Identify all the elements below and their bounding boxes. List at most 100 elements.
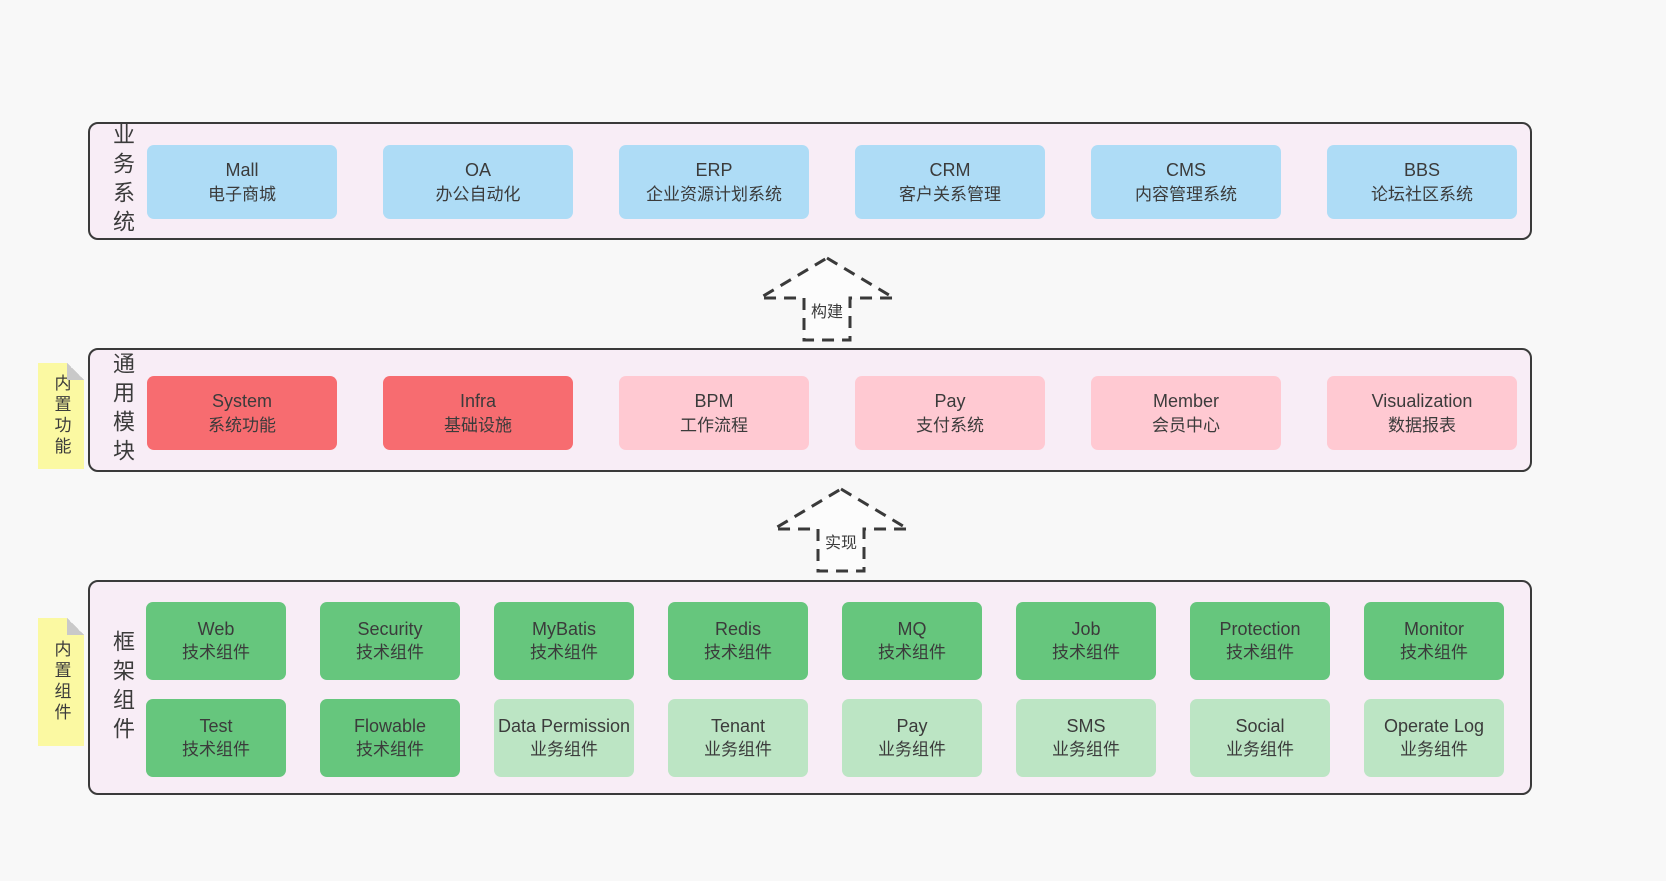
box-title: MQ [897,619,927,640]
box-title: Protection [1219,619,1301,640]
box-crm: CRM 客户关系管理 [855,145,1045,219]
components-side-label: 框架组件 [110,629,135,746]
box-subtitle: 业务组件 [1400,739,1468,759]
box-bpm: BPM 工作流程 [619,376,809,450]
box-title: Job [1071,619,1101,640]
box-title: CMS [1166,159,1206,180]
box-pay: Pay 支付系统 [855,376,1045,450]
box-flowable: Flowable 技术组件 [320,699,460,777]
framework-components-panel: 框架组件 Web 技术组件 Security 技术组件 MyBatis 技术组件… [88,580,1532,795]
box-subtitle: 业务组件 [878,739,946,759]
box-subtitle: 技术组件 [356,739,424,759]
box-sms: SMS 业务组件 [1016,699,1156,777]
folded-corner-icon [67,363,84,380]
components-box-row-1: Web 技术组件 Security 技术组件 MyBatis 技术组件 Redi… [146,602,1504,680]
box-subtitle: 业务组件 [704,739,772,759]
box-title: Redis [714,619,762,640]
box-title: BBS [1403,159,1441,180]
sticky-note-builtin-features: 内置功能 [38,363,84,469]
box-title: Tenant [710,716,766,737]
business-systems-panel: 业务系统 Mall 电子商城 OA 办公自动化 ERP 企业资源计划系统 CRM… [88,122,1532,240]
box-title: System [211,390,272,411]
box-erp: ERP 企业资源计划系统 [619,145,809,219]
implement-arrow-label: 实现 [821,529,861,553]
box-pay-biz: Pay 业务组件 [842,699,982,777]
implement-arrow: 实现 [771,486,911,574]
box-title: Operate Log [1383,716,1485,737]
box-subtitle: 技术组件 [878,642,946,662]
box-redis: Redis 技术组件 [668,602,808,680]
box-subtitle: 企业资源计划系统 [646,184,782,204]
box-protection: Protection 技术组件 [1190,602,1330,680]
box-data-permission: Data Permission 业务组件 [494,699,634,777]
box-subtitle: 技术组件 [1226,642,1294,662]
box-subtitle: 技术组件 [182,642,250,662]
box-bbs: BBS 论坛社区系统 [1327,145,1517,219]
box-test: Test 技术组件 [146,699,286,777]
box-subtitle: 业务组件 [1226,739,1294,759]
box-title: ERP [695,159,733,180]
box-job: Job 技术组件 [1016,602,1156,680]
box-subtitle: 技术组件 [1400,642,1468,662]
box-operate-log: Operate Log 业务组件 [1364,699,1504,777]
box-cms: CMS 内容管理系统 [1091,145,1281,219]
box-monitor: Monitor 技术组件 [1364,602,1504,680]
box-subtitle: 工作流程 [680,415,748,435]
box-title: SMS [1066,716,1106,737]
components-box-row-2: Test 技术组件 Flowable 技术组件 Data Permission … [146,699,1504,777]
box-mq: MQ 技术组件 [842,602,982,680]
box-security: Security 技术组件 [320,602,460,680]
sticky-note-label: 内置功能 [51,374,71,458]
box-title: Member [1152,390,1219,411]
box-title: Pay [896,716,928,737]
box-visualization: Visualization 数据报表 [1327,376,1517,450]
box-title: Monitor [1403,619,1465,640]
box-subtitle: 论坛社区系统 [1371,184,1473,204]
box-subtitle: 技术组件 [356,642,424,662]
box-title: Web [197,619,235,640]
box-oa: OA 办公自动化 [383,145,573,219]
box-subtitle: 技术组件 [1052,642,1120,662]
sticky-note-builtin-components: 内置组件 [38,618,84,746]
sticky-note-label: 内置组件 [51,640,71,724]
box-subtitle: 数据报表 [1388,415,1456,435]
box-subtitle: 系统功能 [208,415,276,435]
box-social: Social 业务组件 [1190,699,1330,777]
box-subtitle: 业务组件 [1052,739,1120,759]
box-web: Web 技术组件 [146,602,286,680]
box-title: Social [1235,716,1285,737]
box-mybatis: MyBatis 技术组件 [494,602,634,680]
box-title: Mall [225,159,259,180]
box-subtitle: 内容管理系统 [1135,184,1237,204]
box-title: OA [464,159,491,180]
box-subtitle: 业务组件 [530,739,598,759]
box-mall: Mall 电子商城 [147,145,337,219]
modules-box-row: System 系统功能 Infra 基础设施 BPM 工作流程 Pay 支付系统… [147,376,1517,450]
box-subtitle: 技术组件 [530,642,598,662]
build-arrow-label: 构建 [807,298,847,322]
build-arrow: 构建 [757,255,897,343]
box-title: BPM [694,390,734,411]
box-title: Infra [459,390,497,411]
box-subtitle: 电子商城 [208,184,276,204]
box-subtitle: 基础设施 [444,415,512,435]
box-title: Flowable [353,716,427,737]
box-subtitle: 技术组件 [182,739,250,759]
box-title: MyBatis [531,619,596,640]
box-subtitle: 会员中心 [1152,415,1220,435]
box-title: Security [357,619,423,640]
box-subtitle: 技术组件 [704,642,772,662]
common-modules-panel: 通用模块 System 系统功能 Infra 基础设施 BPM 工作流程 Pay… [88,348,1532,472]
box-title: Pay [934,390,966,411]
box-title: Test [199,716,233,737]
box-title: Data Permission [497,716,631,737]
box-infra: Infra 基础设施 [383,376,573,450]
box-subtitle: 办公自动化 [435,184,521,204]
box-member: Member 会员中心 [1091,376,1281,450]
modules-side-label: 通用模块 [110,352,135,468]
box-subtitle: 支付系统 [916,415,984,435]
box-title: Visualization [1371,390,1473,411]
box-system: System 系统功能 [147,376,337,450]
box-tenant: Tenant 业务组件 [668,699,808,777]
